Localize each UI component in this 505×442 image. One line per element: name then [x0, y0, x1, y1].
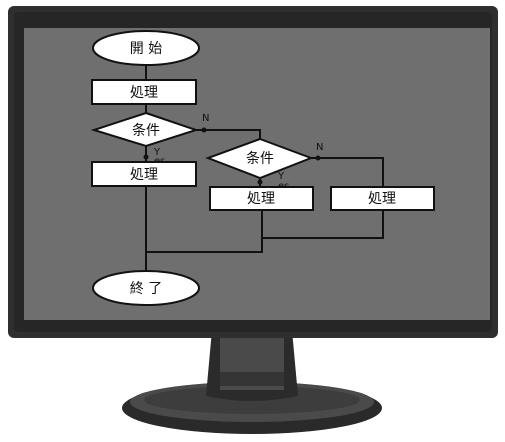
flow-process-1	[91, 79, 197, 105]
branch-yes-label-2: Y	[277, 171, 285, 182]
flow-process-3-label: 処理	[247, 191, 275, 207]
flow-decision-2	[205, 137, 314, 180]
connector-decision2-no	[311, 157, 384, 187]
flow-end-terminal	[92, 270, 200, 306]
branch-dot-decision2-yes	[257, 179, 263, 185]
branch-dot-decision1	[201, 127, 207, 133]
monitor-stand-neck-shade	[220, 372, 284, 386]
flow-end-label: 終 了	[130, 281, 162, 297]
connector-process3-merge	[261, 210, 384, 239]
flow-process-4-label: 処理	[368, 191, 396, 207]
branch-dot-decision1-yes	[143, 154, 149, 160]
flow-start-terminal	[92, 30, 200, 66]
flow-process-3	[209, 186, 314, 211]
branch-no-label-2: N	[316, 142, 323, 153]
flow-process-2	[91, 161, 197, 187]
flow-process-1-label: 処理	[130, 85, 158, 101]
connector-decision1-no	[196, 129, 261, 139]
branch-no-label-1: N	[202, 113, 209, 124]
flow-decision-1-label: 条件	[132, 122, 160, 139]
flow-decision-1	[90, 111, 200, 148]
branch-yes-label-1: Y	[153, 147, 161, 158]
flow-connectors	[145, 66, 384, 270]
flow-decision-2-label: 条件	[246, 150, 274, 167]
connector-merge-main	[146, 238, 263, 253]
flow-start-label: 開 始	[130, 41, 162, 57]
flow-process-2-label: 処理	[130, 167, 158, 183]
branch-dot-decision2	[315, 155, 321, 161]
flow-process-4	[330, 186, 435, 211]
